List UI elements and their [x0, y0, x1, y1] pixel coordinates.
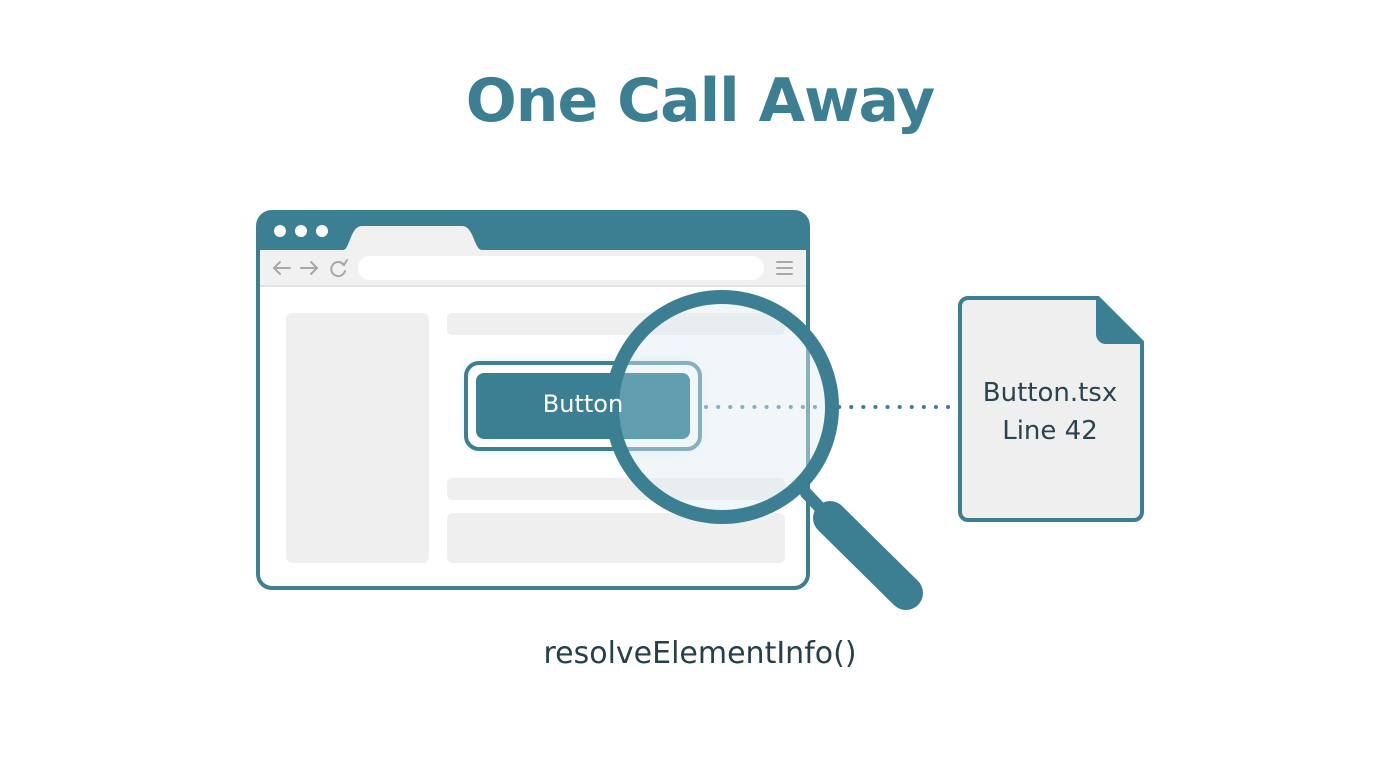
reload-icon[interactable]: [330, 259, 348, 278]
file-line: Line 42: [1002, 416, 1098, 446]
highlighted-button-label: Button: [542, 390, 624, 418]
window-close-dot-icon[interactable]: [274, 225, 286, 237]
file-name: Button.tsx: [982, 378, 1118, 408]
content-block-placeholder: [447, 513, 785, 563]
file-info: Button.tsx Line 42: [960, 374, 1140, 450]
text-line-placeholder: [447, 478, 785, 500]
window-minimize-dot-icon[interactable]: [295, 225, 307, 237]
forward-arrow-icon[interactable]: [300, 261, 319, 275]
sidebar-placeholder: [286, 313, 429, 563]
menu-icon[interactable]: [776, 261, 793, 275]
function-call-caption: resolveElementInfo(): [543, 636, 857, 671]
header-placeholder: [447, 313, 785, 335]
document-icon: [958, 296, 1144, 522]
window-maximize-dot-icon[interactable]: [316, 225, 328, 237]
address-bar[interactable]: [358, 256, 764, 280]
back-arrow-icon[interactable]: [272, 261, 291, 275]
diagram-title: One Call Away: [465, 66, 935, 136]
magnifying-glass-icon: [605, 290, 923, 610]
